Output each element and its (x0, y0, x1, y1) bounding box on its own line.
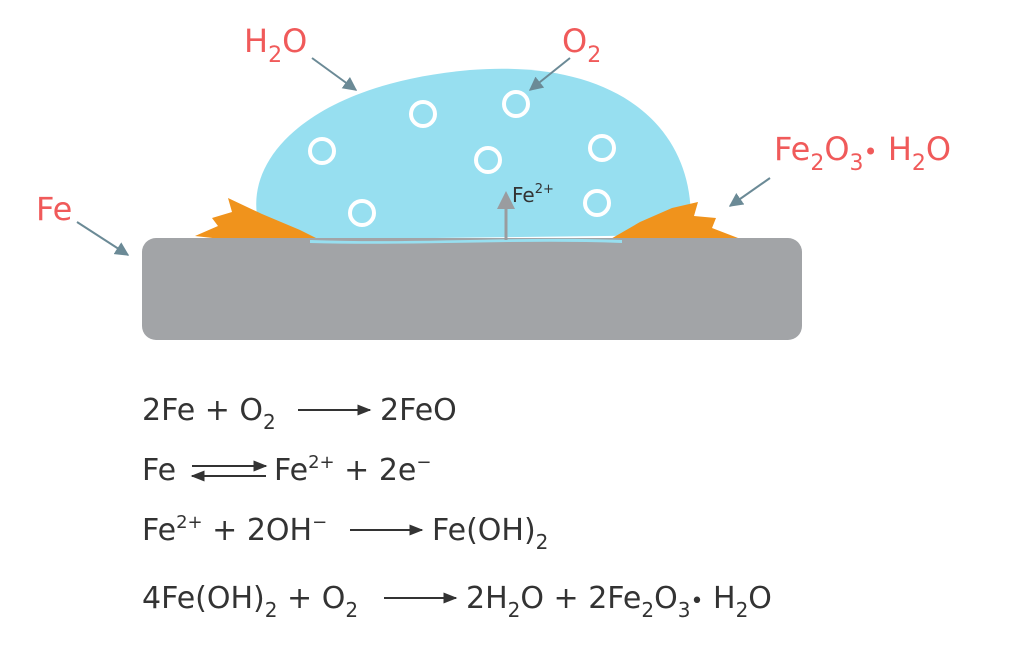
water-film (310, 238, 622, 244)
equation-2-products: Fe2+ + 2e− (274, 452, 431, 488)
equation-4-reactants: 4Fe(OH)2 + O2 (142, 581, 358, 622)
equation-2-reactants: Fe (142, 453, 176, 488)
iron-slab (142, 238, 802, 340)
oxygen-bubble (502, 90, 530, 118)
equation-3-reactants: Fe2+ + 2OH− (142, 512, 327, 548)
equation-2: Fe Fe2+ + 2e− (142, 452, 431, 488)
equation-3: Fe2+ + 2OH− Fe(OH)2 (142, 512, 548, 554)
equation-1-reactants: 2Fe + O2 (142, 393, 276, 434)
water-pointer (311, 57, 358, 91)
rust-pointer (728, 177, 771, 207)
oxygen-pointer (528, 57, 571, 91)
rust-label: Fe2O3• H2O (774, 130, 951, 176)
oxygen-bubble (583, 189, 611, 217)
equation-1-products: 2FeO (380, 393, 457, 428)
oxygen-bubble (409, 100, 437, 128)
iron-label: Fe (36, 190, 72, 228)
oxygen-bubble (348, 199, 376, 227)
oxygen-bubbles (308, 90, 616, 227)
water-droplet (256, 68, 691, 240)
iron-pointer (76, 221, 130, 256)
oxygen-bubble (588, 134, 616, 162)
equation-1: 2Fe + O2 2FeO (142, 393, 457, 434)
equation-3-products: Fe(OH)2 (432, 513, 548, 554)
oxygen-bubble (308, 137, 336, 165)
ion-label: Fe2+ (512, 182, 554, 207)
oxygen-bubble (474, 146, 502, 174)
equation-4-products: 2H2O + 2Fe2O3• H2O (466, 581, 772, 622)
equation-4: 4Fe(OH)2 + O2 2H2O + 2Fe2O3• H2O (142, 581, 772, 622)
oxygen-label: O2 (562, 22, 601, 68)
rust-deposit-left (195, 198, 328, 244)
rust-deposit-right (602, 202, 738, 244)
water-label: H2O (244, 22, 307, 68)
